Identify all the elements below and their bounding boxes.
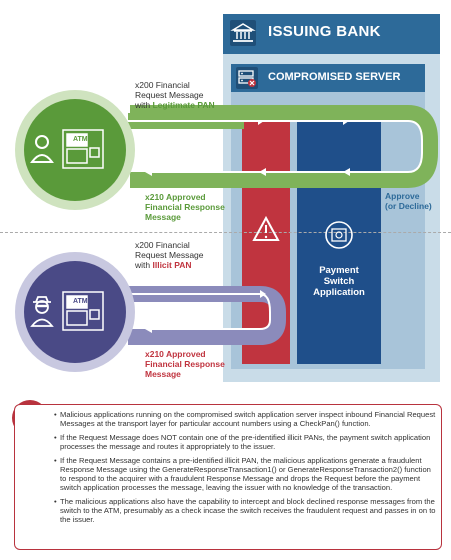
server-icon: [236, 67, 258, 89]
explanation-bullet: The malicious applications also have the…: [54, 497, 436, 524]
atm-icon: [62, 291, 104, 331]
hacker-icon: [30, 296, 54, 327]
compromised-server-header: [231, 64, 425, 92]
explanation-bullet: If the Request Message does NOT contain …: [54, 433, 436, 451]
legit-response-caption: x210 Approved Financial Response Message: [145, 192, 225, 222]
illicit-request-arrowhead: [260, 290, 266, 298]
flow-divider: [0, 232, 451, 233]
payment-switch-label: Payment Switch Application: [313, 265, 365, 298]
illicit-response-caption: x210 Approved Financial Response Message: [145, 349, 225, 379]
legit-request-caption: x200 Financial Request Message with Legi…: [135, 80, 215, 110]
atm-label: ATM: [73, 136, 88, 143]
legit-atm-circle: [15, 90, 135, 210]
legit-loop-arrow: [130, 105, 438, 188]
payment-switch-column: [297, 110, 381, 364]
compromised-server-title: COMPROMISED SERVER: [268, 71, 401, 83]
explanation-bullet: If the Request Message contains a pre-id…: [54, 456, 436, 492]
issuing-bank-title: ISSUING BANK: [268, 23, 381, 40]
illicit-atm-circle: [15, 252, 135, 372]
illicit-loop-arrow: [128, 286, 286, 345]
customer-icon: [30, 135, 54, 163]
atm-label: ATM: [73, 298, 88, 305]
issuing-bank-header: [223, 14, 440, 54]
bank-icon: [230, 20, 256, 46]
atm-icon: [62, 129, 104, 169]
explanation-list: Malicious applications running on the co…: [54, 410, 436, 529]
illicit-request-caption: x200 Financial Request Message with Illi…: [135, 240, 204, 270]
approve-caption: Approve (or Decline): [385, 191, 432, 211]
illicit-response-arrowhead: [145, 325, 152, 333]
explanation-bullet: Malicious applications running on the co…: [54, 410, 436, 428]
payment-switch-icon: [325, 221, 353, 249]
warning-icon: [252, 215, 280, 241]
